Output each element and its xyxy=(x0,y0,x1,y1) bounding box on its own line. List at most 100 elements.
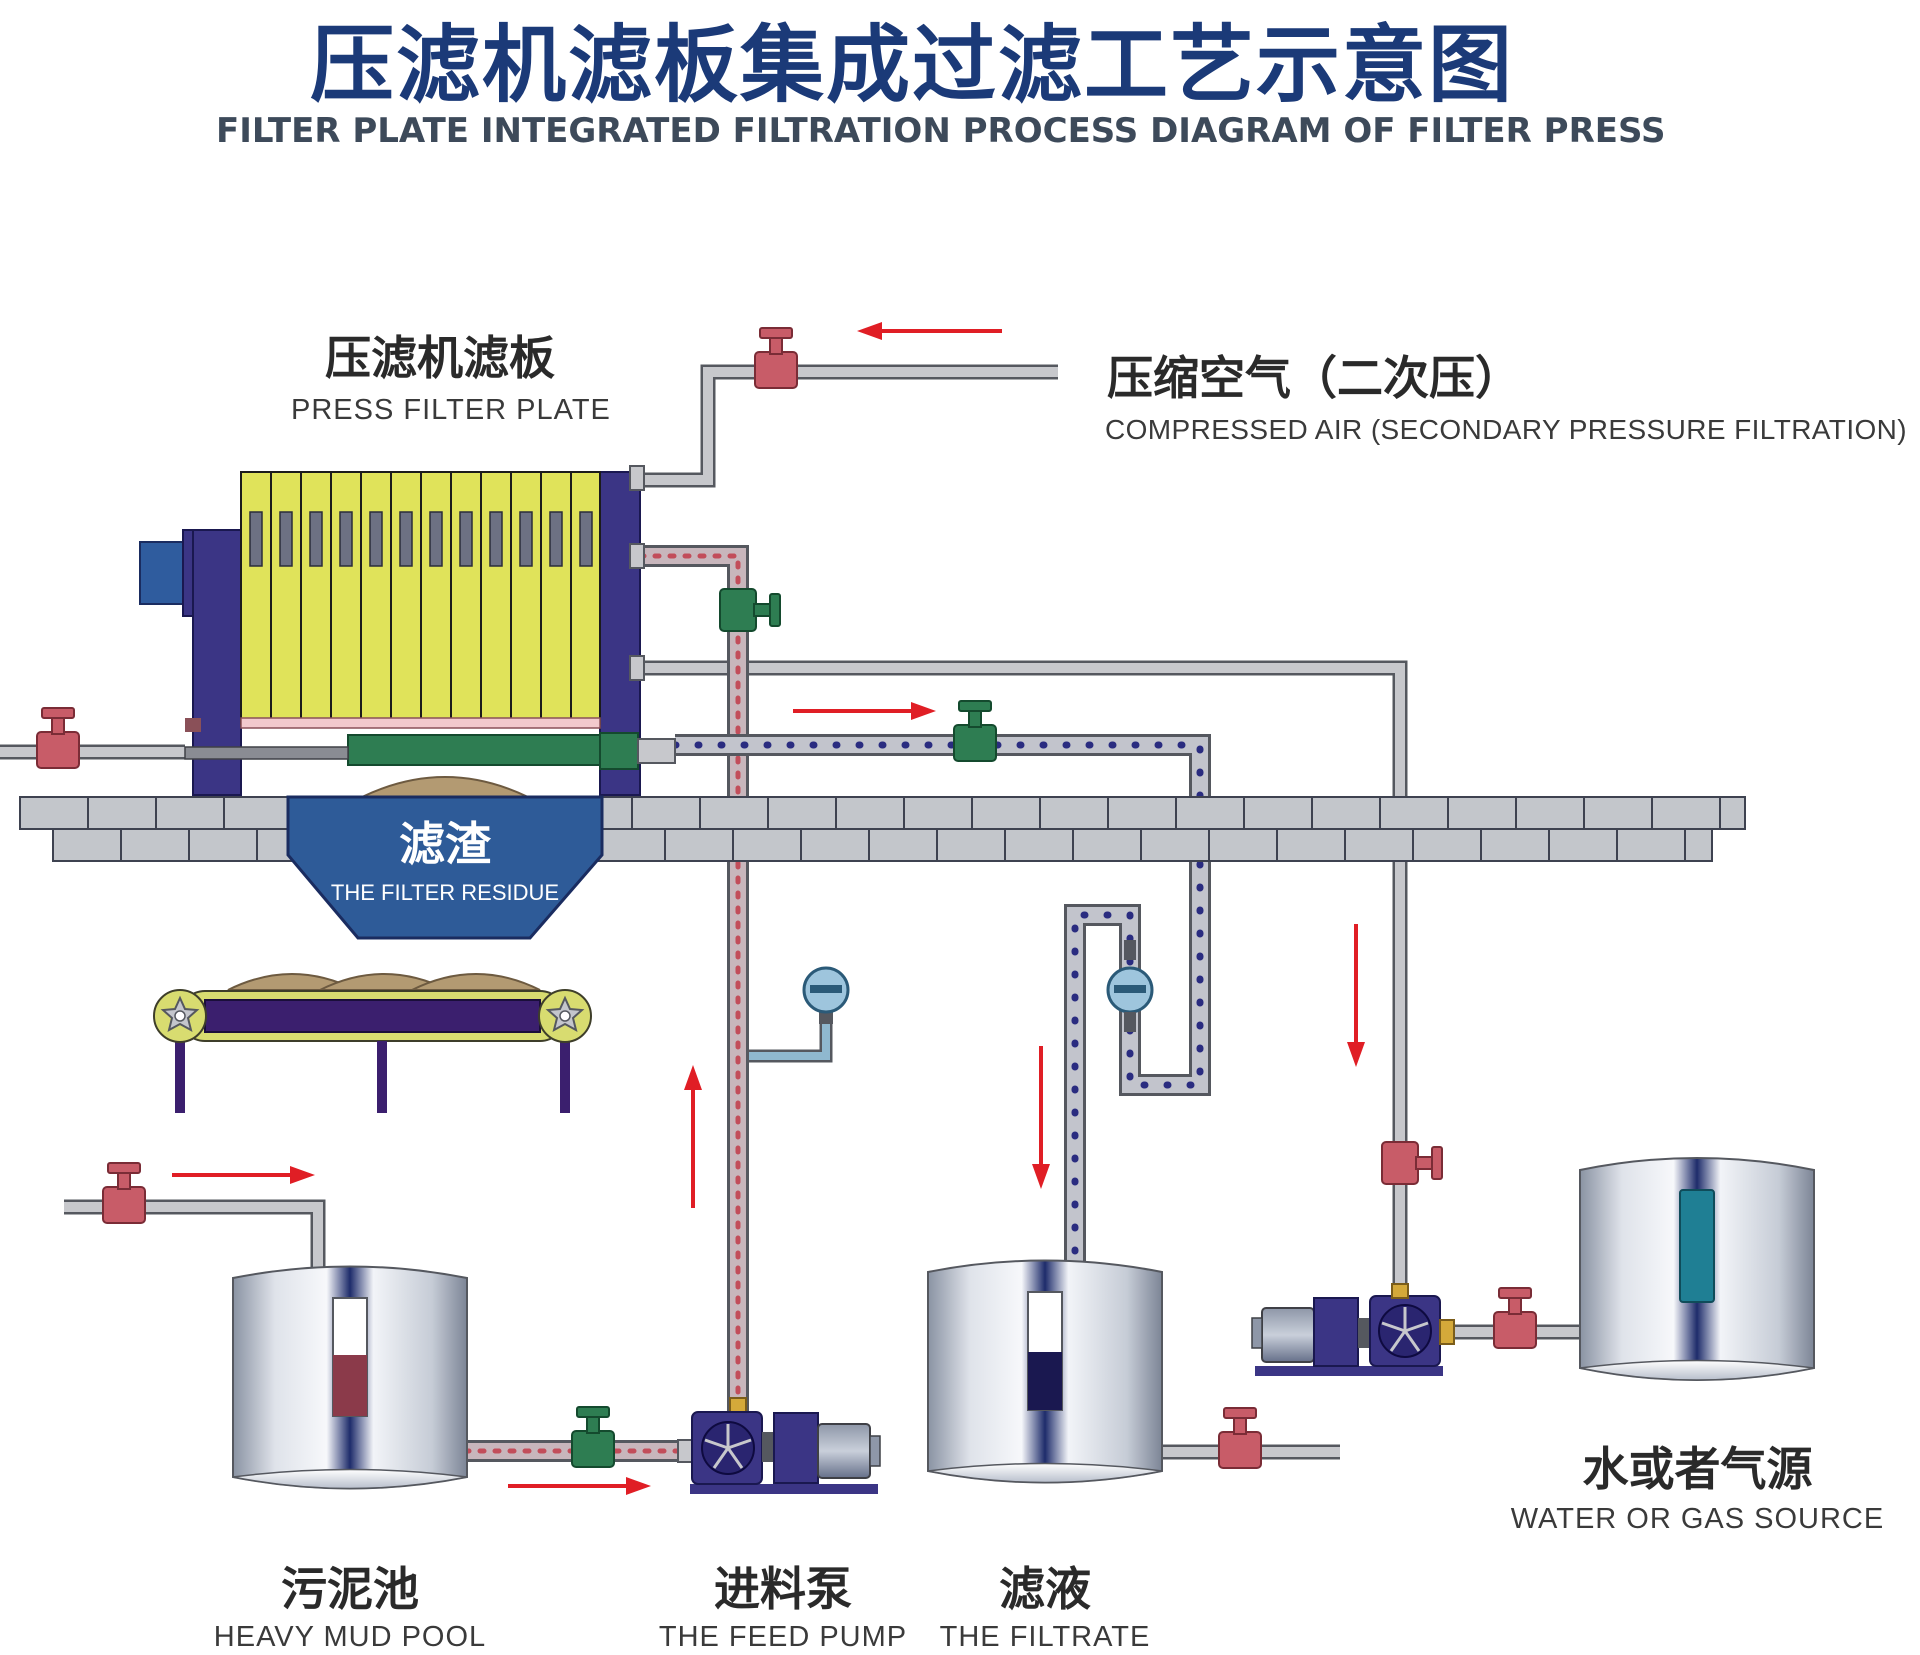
label-en: COMPRESSED AIR (SECONDARY PRESSURE FILTR… xyxy=(1105,414,1908,445)
plate-slot xyxy=(519,511,533,567)
brick xyxy=(1515,796,1585,830)
label-cn: 水或者气源 xyxy=(1582,1442,1813,1496)
brick xyxy=(1480,828,1550,862)
brick xyxy=(1447,796,1517,830)
brick xyxy=(936,828,1006,862)
label-mud-pool: 污泥池 HEAVY MUD POOL xyxy=(200,1553,500,1654)
brick xyxy=(767,796,837,830)
label-cn: 污泥池 xyxy=(281,1562,419,1616)
brick xyxy=(1583,796,1653,830)
filtrate-tank xyxy=(927,1259,1163,1484)
brick xyxy=(1719,796,1746,830)
brick xyxy=(19,796,89,830)
brick xyxy=(1175,796,1245,830)
flow-arrow-icon xyxy=(1347,924,1365,1067)
valve-icon xyxy=(102,1162,146,1224)
filter-plates xyxy=(240,472,593,724)
plate-slot xyxy=(579,511,593,567)
label-cn: 滤液 xyxy=(999,1562,1091,1616)
label-cn: 进料泵 xyxy=(714,1562,852,1616)
brick xyxy=(1379,796,1449,830)
plate-slot xyxy=(399,511,413,567)
plate-slot xyxy=(369,511,383,567)
label-en: THE FILTRATE xyxy=(939,1621,1151,1653)
brick xyxy=(1072,828,1142,862)
brick xyxy=(1344,828,1414,862)
brick xyxy=(664,828,734,862)
brick xyxy=(1243,796,1313,830)
brick xyxy=(52,828,122,862)
pump-icon xyxy=(1369,1295,1441,1367)
page-subtitle: FILTER PLATE INTEGRATED FILTRATION PROCE… xyxy=(216,111,1666,151)
brick xyxy=(800,828,870,862)
feed-pump xyxy=(677,1397,881,1494)
brick xyxy=(1548,828,1618,862)
filtrate-pipe xyxy=(671,734,1211,1266)
brick xyxy=(971,796,1041,830)
motor-icon xyxy=(1261,1307,1315,1363)
brick xyxy=(596,828,666,862)
brick xyxy=(1651,796,1721,830)
brick xyxy=(1276,828,1346,862)
valve-icon xyxy=(36,707,80,769)
residue-hopper xyxy=(286,795,604,940)
brick xyxy=(188,828,258,862)
page-title: 压滤机滤板集成过滤工艺示意图 xyxy=(310,16,1515,114)
label-water-gas-source: 水或者气源 WATER OR GAS SOURCE xyxy=(1505,1433,1890,1536)
floor-brick-wall xyxy=(19,796,1746,862)
valve-icon xyxy=(1493,1287,1537,1349)
brick xyxy=(1684,828,1713,862)
gear-icon xyxy=(538,989,592,1043)
water-level xyxy=(1679,1189,1715,1303)
pressure-gauge-icon xyxy=(802,966,850,1024)
filtrate-level xyxy=(1028,1352,1062,1410)
flow-arrow-icon xyxy=(508,1477,651,1495)
label-cn: 压缩空气（二次压） xyxy=(1107,351,1521,405)
brick xyxy=(223,796,293,830)
plate-slot xyxy=(549,511,563,567)
compressed-air-pipe xyxy=(640,364,1058,488)
brick xyxy=(868,828,938,862)
label-en: HEAVY MUD POOL xyxy=(213,1621,487,1653)
brick xyxy=(1004,828,1074,862)
valve-icon xyxy=(953,700,997,762)
residue-pile xyxy=(361,776,529,798)
pump-icon xyxy=(691,1411,763,1485)
flow-arrow-icon xyxy=(857,322,1002,340)
plate-slot xyxy=(489,511,503,567)
plate-slot xyxy=(249,511,263,567)
label-cn: 压滤机滤板 xyxy=(325,331,555,385)
valve-icon xyxy=(1381,1141,1443,1185)
plate-slot xyxy=(429,511,443,567)
gauge-branch-pipe xyxy=(738,1010,833,1063)
plate-slot xyxy=(459,511,473,567)
brick xyxy=(835,796,905,830)
flow-meter-icon xyxy=(1106,940,1154,1032)
brick xyxy=(1616,828,1686,862)
brick xyxy=(1039,796,1109,830)
flow-arrow-icon xyxy=(172,1166,315,1184)
mud-level xyxy=(333,1355,367,1416)
plate-slot xyxy=(309,511,323,567)
plate-slot xyxy=(279,511,293,567)
label-en: WATER OR GAS SOURCE xyxy=(1510,1503,1885,1535)
label-cn: 滤渣 xyxy=(399,817,491,871)
mud-pool-tank xyxy=(232,1265,468,1490)
brick xyxy=(631,796,701,830)
water-gas-tank xyxy=(1579,1157,1815,1381)
label-compressed-air: 压缩空气（二次压） COMPRESSED AIR (SECONDARY PRES… xyxy=(1105,342,1915,446)
gear-icon xyxy=(153,989,207,1043)
conveyor xyxy=(153,973,592,1113)
valve-icon xyxy=(1218,1407,1262,1469)
filter-press xyxy=(139,465,676,798)
brick xyxy=(903,796,973,830)
label-en: THE FILTER RESIDUE xyxy=(330,880,560,905)
label-feed-pump: 进料泵 THE FEED PUMP xyxy=(640,1553,926,1654)
flow-arrow-icon xyxy=(793,702,936,720)
label-en: PRESS FILTER PLATE xyxy=(291,394,611,426)
brick xyxy=(1107,796,1177,830)
return-pipe xyxy=(640,660,1408,1300)
brick xyxy=(155,796,225,830)
brick xyxy=(1208,828,1278,862)
